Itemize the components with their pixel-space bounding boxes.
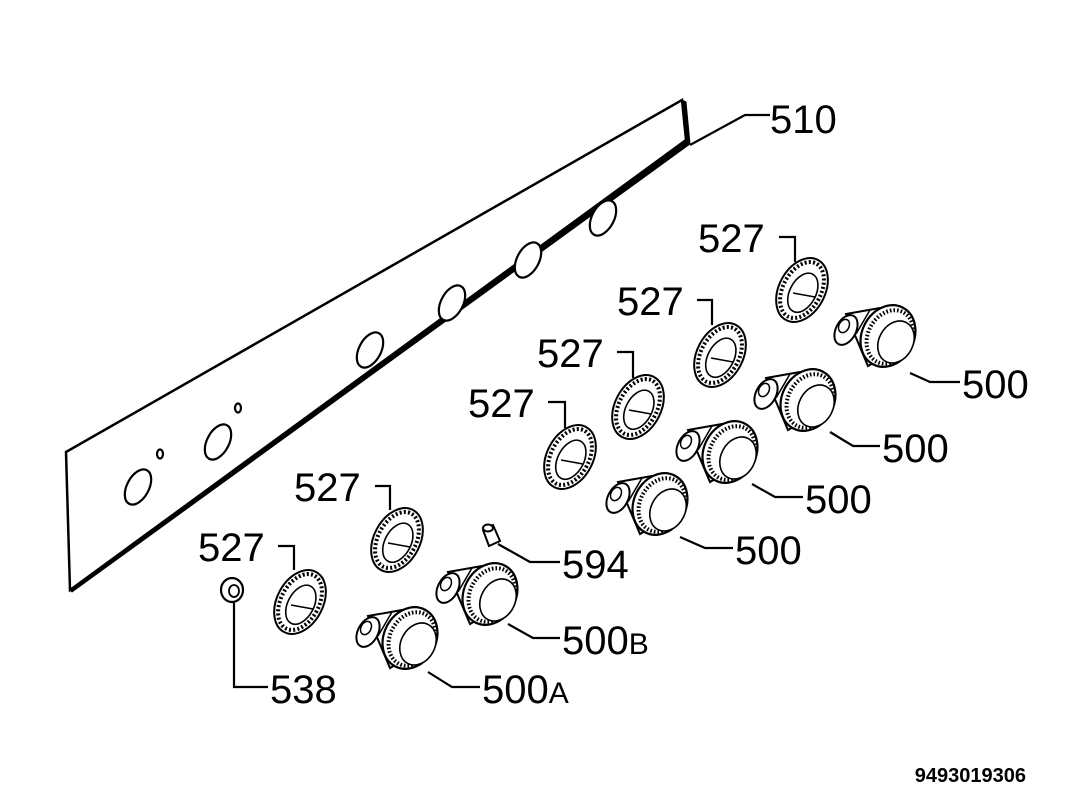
label-500a-number: 500 xyxy=(482,668,549,712)
label-527: 527 xyxy=(537,332,604,376)
label-500b-number: 500 xyxy=(562,619,629,663)
ring-part xyxy=(599,364,677,450)
knob-part xyxy=(429,551,530,637)
leader-lines xyxy=(232,113,960,689)
label-527: 527 xyxy=(698,217,765,261)
ring-part xyxy=(261,559,339,645)
panel-knob-holes xyxy=(123,199,618,506)
label-500: 500 xyxy=(962,363,1029,407)
label-538: 538 xyxy=(270,668,337,712)
ring-part xyxy=(358,497,436,583)
label-500a: 500A xyxy=(482,668,569,712)
label-500: 500 xyxy=(882,427,949,471)
label-500b: 500B xyxy=(562,619,649,663)
label-527: 527 xyxy=(294,466,361,510)
label-500b-suffix: B xyxy=(629,628,649,661)
label-500: 500 xyxy=(735,529,802,573)
nut-538 xyxy=(219,576,245,604)
small-part-594 xyxy=(481,523,502,548)
label-594: 594 xyxy=(562,543,629,587)
label-510: 510 xyxy=(770,98,837,142)
knob-part xyxy=(599,461,700,547)
document-number: 9493019306 xyxy=(915,765,1026,787)
label-527: 527 xyxy=(617,280,684,324)
knob-part xyxy=(827,293,928,379)
knob-part xyxy=(747,357,848,443)
label-500: 500 xyxy=(805,478,872,522)
label-527: 527 xyxy=(198,526,265,570)
control-panel xyxy=(64,97,691,593)
ring-part xyxy=(531,414,609,500)
label-500a-suffix: A xyxy=(549,677,569,710)
callout-labels: 510 527 527 527 527 527 527 500 500 500 … xyxy=(198,98,1029,712)
knob-part xyxy=(349,595,450,681)
ring-part xyxy=(763,247,841,333)
ring-part xyxy=(681,312,759,398)
knob-part xyxy=(669,409,770,495)
label-527: 527 xyxy=(468,382,535,426)
